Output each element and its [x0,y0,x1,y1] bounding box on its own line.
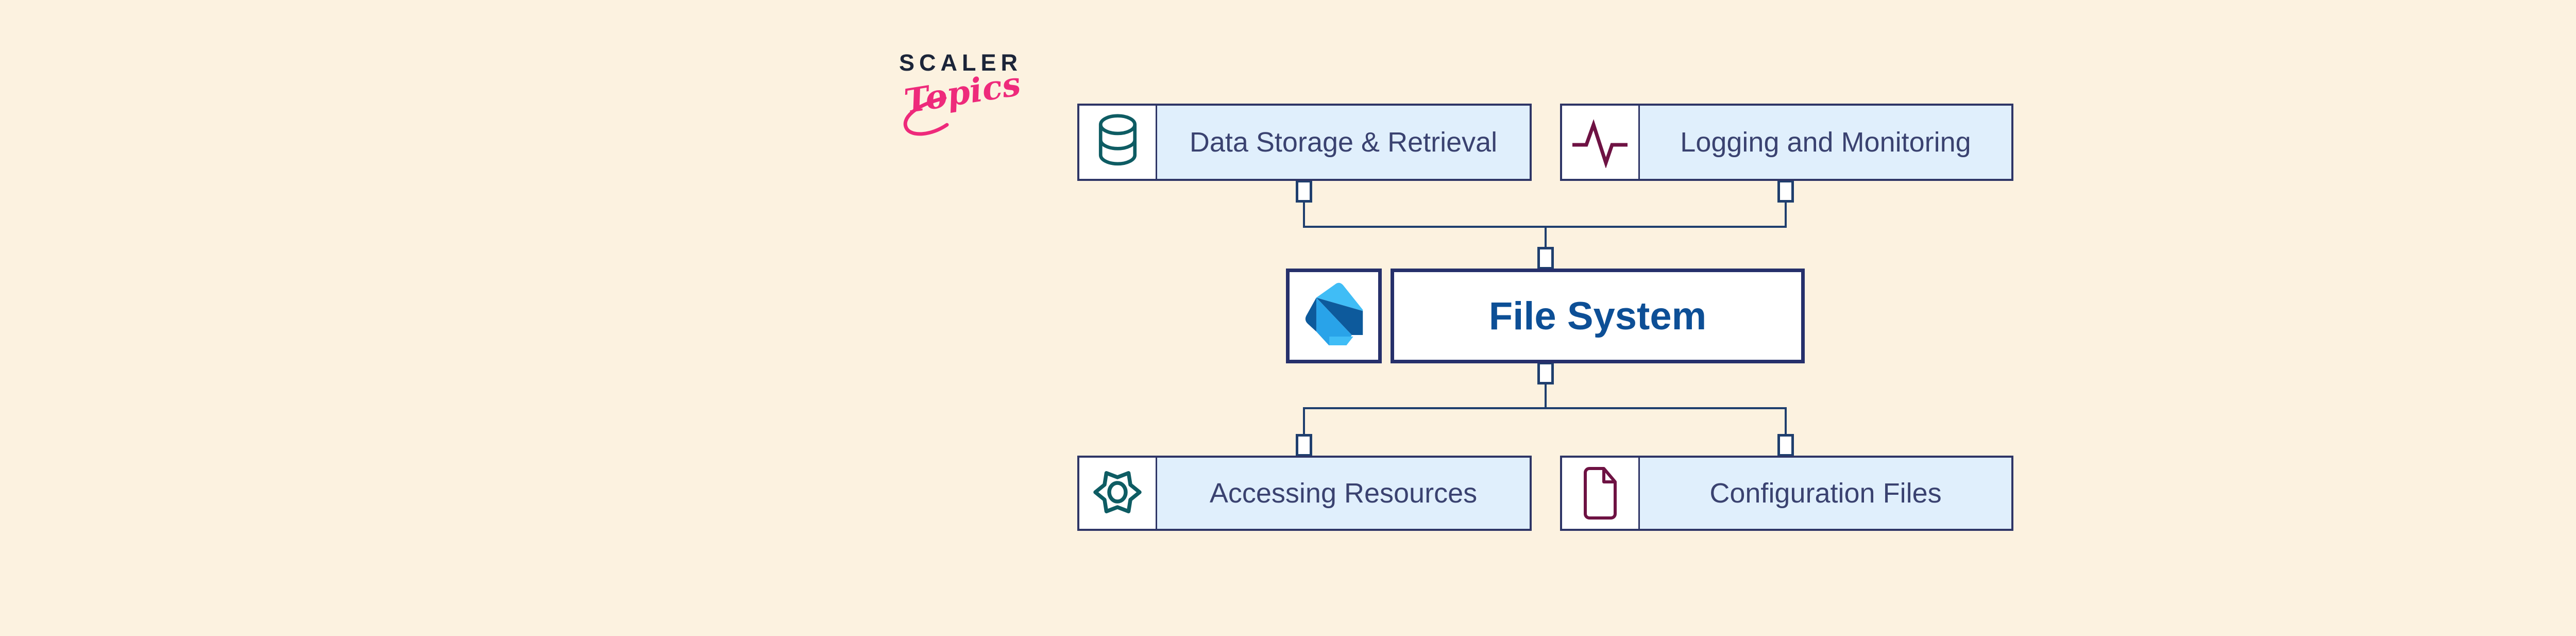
node-data-storage-retrieval: Data Storage & Retrieval [1077,104,1532,181]
file-system-label: File System [1488,294,1707,338]
scaler-brand-text: SCALER [899,49,1023,76]
connector-line [1785,201,1787,228]
node-label: Configuration Files [1709,478,1942,509]
dart-logo-icon [1305,282,1363,345]
node-label: Data Storage & Retrieval [1189,127,1498,158]
connector-stub [1777,180,1794,203]
node-label: Logging and Monitoring [1680,127,1971,158]
connector-line [1303,408,1305,435]
connector-line [1545,383,1547,409]
node-file-system: File System [1391,269,1805,363]
node-icon-cell [1562,106,1640,179]
node-icon-cell [1562,458,1640,529]
node-icon-cell [1079,106,1157,179]
topics-swash-stroke [903,96,949,136]
topics-wordmark: Topics [894,60,1037,147]
node-logging-monitoring: Logging and Monitoring [1560,104,2013,181]
connector-stub [1777,434,1794,457]
dart-logo-box [1286,269,1382,363]
pulse-icon [1572,119,1628,168]
document-icon [1584,467,1617,520]
connector-stub [1296,180,1312,203]
node-accessing-resources: Accessing Resources [1077,456,1532,531]
node-icon-cell [1079,458,1157,529]
connector-line [1303,201,1305,228]
connector-stub [1537,247,1554,270]
database-icon [1098,114,1137,166]
connector-line [1545,227,1547,248]
connector-line [1785,408,1787,435]
gear-icon [1093,471,1142,513]
connector-stub [1537,362,1554,384]
scaler-topics-logo: SCALER Topics [876,41,1041,139]
node-label: Accessing Resources [1209,478,1478,509]
connector-line [1303,407,1787,409]
connector-stub [1296,434,1312,457]
node-configuration-files: Configuration Files [1560,456,2013,531]
